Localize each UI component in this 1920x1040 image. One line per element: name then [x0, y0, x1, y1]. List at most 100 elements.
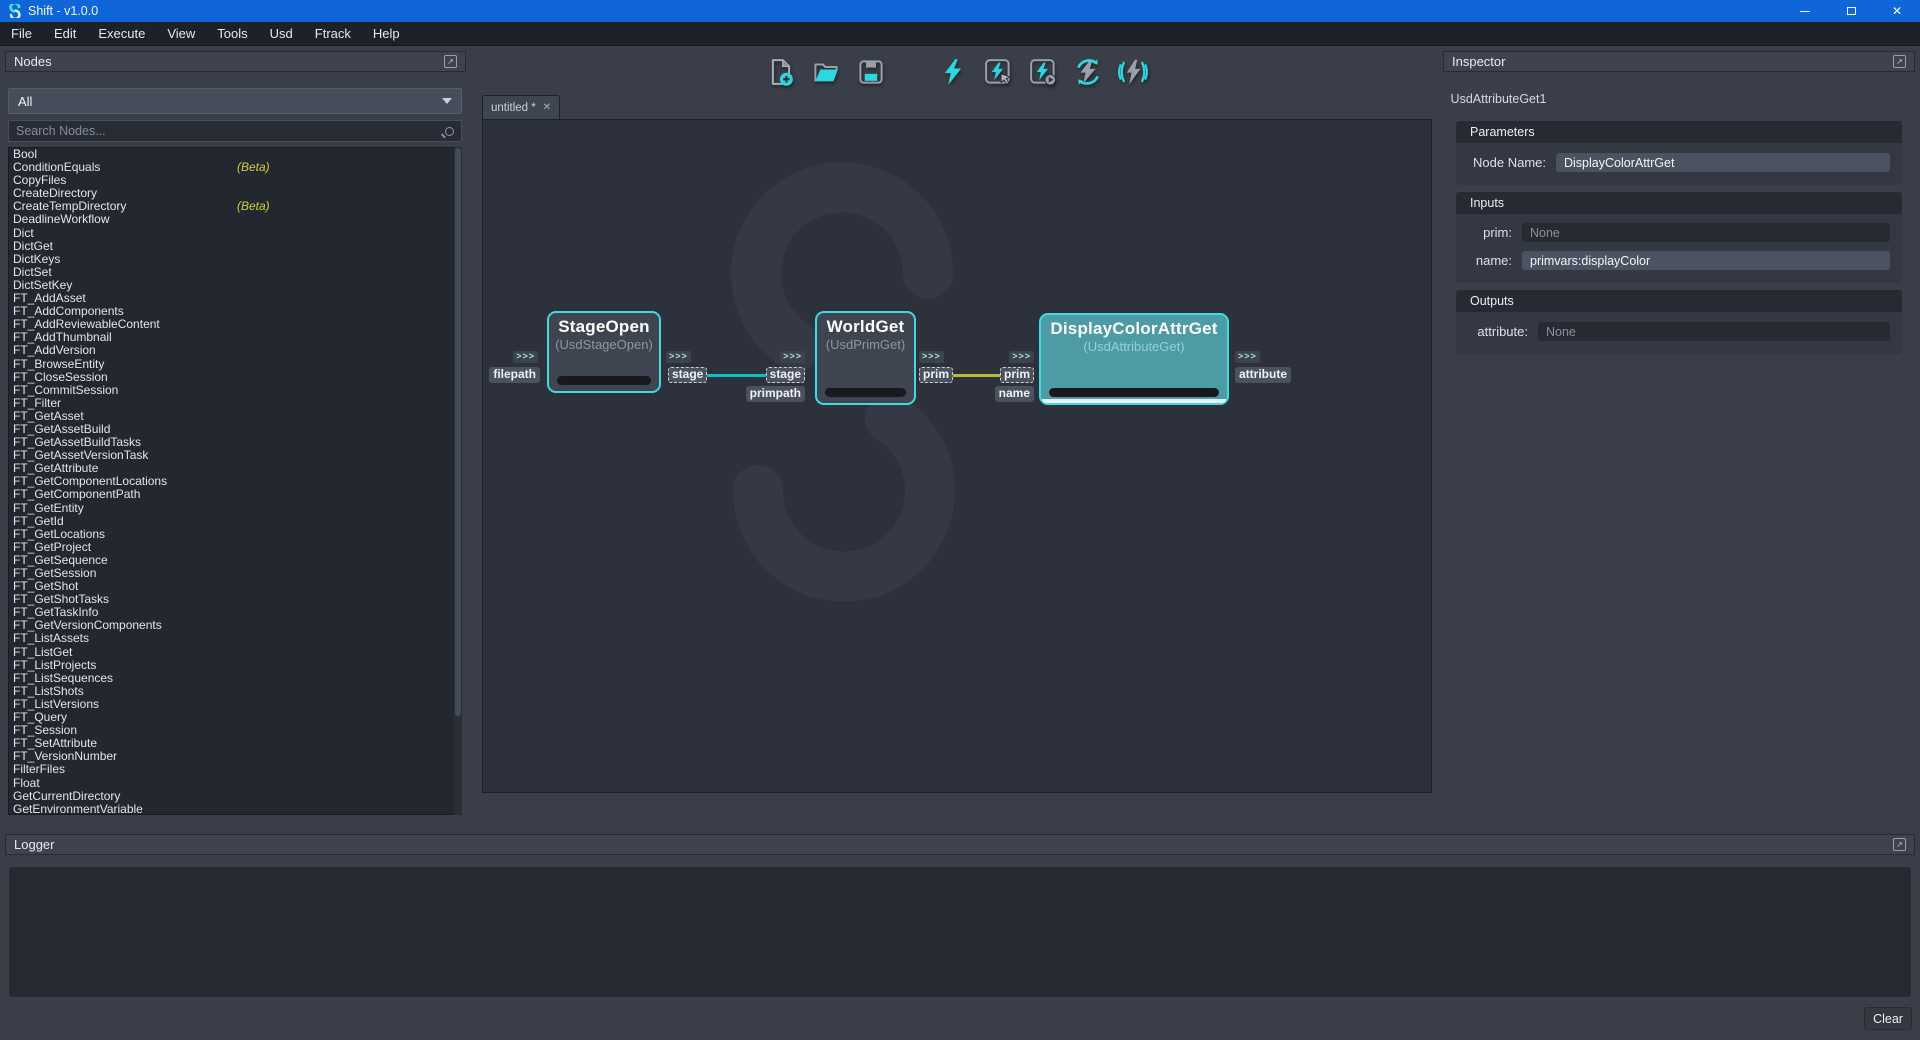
logger-header[interactable]: Logger ↗	[5, 834, 1915, 855]
node-type-item[interactable]: FT_GetShotTasks	[9, 593, 461, 606]
log-output[interactable]	[8, 866, 1912, 998]
node-type-item[interactable]: CreateTempDirectory (Beta)	[9, 200, 461, 213]
node-type-item[interactable]: FT_Query	[9, 710, 461, 724]
edge-stage-to-stage[interactable]	[693, 374, 783, 377]
node-filter-dropdown[interactable]: All	[8, 88, 462, 114]
node-type-item[interactable]: FilterFiles	[9, 763, 461, 776]
menu-item[interactable]: Help	[372, 25, 400, 41]
node-type-item[interactable]: GetCurrentDirectory	[9, 789, 461, 803]
node-type-item[interactable]: FT_GetAttribute	[9, 462, 461, 475]
node-type-item[interactable]: FT_GetId	[9, 514, 461, 528]
node-worldget[interactable]: WorldGet (UsdPrimGet)	[815, 311, 916, 405]
node-list-scrollbar[interactable]	[454, 147, 462, 815]
node-type-item[interactable]: FT_ListShots	[9, 684, 461, 698]
float-panel-button[interactable]: ↗	[1893, 838, 1906, 851]
inspected-node-tab[interactable]: UsdAttributeGet1	[1450, 87, 1547, 110]
node-type-item[interactable]: FT_ListVersions	[9, 697, 461, 711]
float-panel-button[interactable]: ↗	[1893, 55, 1906, 68]
node-type-item[interactable]: Dict	[9, 226, 461, 240]
node-type-item[interactable]: FT_GetProject	[9, 540, 461, 554]
menu-item[interactable]: Usd	[269, 25, 293, 41]
node-type-item[interactable]: DeadlineWorkflow	[9, 213, 461, 226]
node-type-item[interactable]: FT_AddComponents	[9, 305, 461, 318]
live-execute-button[interactable]	[1117, 55, 1149, 89]
inspector-header[interactable]: Inspector ↗	[1443, 51, 1915, 72]
port-stage-out-label[interactable]: stage	[668, 367, 708, 384]
new-file-button[interactable]	[765, 55, 797, 89]
search-input[interactable]	[16, 124, 439, 138]
node-type-item[interactable]: FT_CloseSession	[9, 370, 461, 384]
open-file-button[interactable]	[810, 55, 842, 89]
node-displaycolorattrget[interactable]: DisplayColorAttrGet (UsdAttributeGet)	[1039, 313, 1229, 405]
node-type-item[interactable]: FT_Filter	[9, 396, 461, 410]
document-tab[interactable]: untitled * ✕	[482, 95, 560, 119]
node-type-item[interactable]: FT_GetSequence	[9, 553, 461, 567]
node-type-item[interactable]: FT_AddVersion	[9, 344, 461, 357]
node-type-item[interactable]: DictKeys	[9, 252, 461, 266]
node-type-item[interactable]: FT_SetAttribute	[9, 737, 461, 750]
node-type-item[interactable]: CopyFiles	[9, 174, 461, 187]
menu-item[interactable]: Ftrack	[314, 25, 351, 41]
node-type-item[interactable]: FT_BrowseEntity	[9, 357, 461, 371]
edge-prim-to-prim[interactable]	[946, 374, 1010, 377]
node-type-item[interactable]: FT_AddAsset	[9, 291, 461, 305]
menu-item[interactable]: Execute	[98, 25, 146, 41]
port-prim-in-label[interactable]: prim	[999, 367, 1034, 384]
node-name-field[interactable]: DisplayColorAttrGet	[1556, 153, 1890, 172]
port-filepath-label[interactable]: filepath	[489, 367, 540, 384]
close-button[interactable]: ✕	[1874, 0, 1920, 22]
node-type-item[interactable]: FT_GetComponentLocations	[9, 475, 461, 488]
node-type-item[interactable]: FT_Session	[9, 724, 461, 737]
port-prim-out-label[interactable]: prim	[919, 367, 954, 384]
node-type-item[interactable]: DictSet	[9, 265, 461, 279]
node-type-item[interactable]: CreateDirectory	[9, 187, 461, 200]
node-type-item[interactable]: FT_GetAssetBuild	[9, 422, 461, 436]
port-stage-in-label[interactable]: stage	[765, 367, 805, 384]
scrollbar-thumb[interactable]	[455, 148, 461, 716]
refresh-execute-button[interactable]	[1072, 55, 1104, 89]
name-field[interactable]: primvars:displayColor	[1522, 251, 1890, 270]
menu-item[interactable]: Edit	[53, 25, 77, 41]
menu-item[interactable]: View	[167, 25, 196, 41]
node-type-item[interactable]: ConditionEquals (Beta)	[9, 160, 461, 174]
minimize-button[interactable]	[1782, 0, 1828, 22]
node-type-item[interactable]: DictGet	[9, 239, 461, 253]
execute-from-selected-button[interactable]	[1027, 55, 1059, 89]
node-type-item[interactable]: FT_GetAsset	[9, 409, 461, 423]
node-type-item[interactable]: GetEnvironmentVariable	[9, 802, 461, 814]
maximize-button[interactable]	[1828, 0, 1874, 22]
save-file-button[interactable]	[855, 55, 887, 89]
node-stageopen[interactable]: StageOpen (UsdStageOpen)	[547, 311, 661, 393]
node-type-item[interactable]: FT_GetShot	[9, 580, 461, 593]
node-type-item[interactable]: DictSetKey	[9, 278, 461, 292]
node-type-item[interactable]: FT_GetVersionComponents	[9, 619, 461, 632]
execute-button[interactable]	[937, 55, 969, 89]
port-attribute-label[interactable]: attribute	[1235, 367, 1291, 384]
float-panel-button[interactable]: ↗	[444, 55, 457, 68]
node-type-item[interactable]: FT_GetSession	[9, 566, 461, 580]
node-type-item[interactable]: FT_ListProjects	[9, 658, 461, 672]
node-type-item[interactable]: FT_ListAssets	[9, 632, 461, 645]
node-graph-canvas[interactable]: StageOpen (UsdStageOpen) WorldGet (UsdPr…	[482, 119, 1432, 793]
clear-log-button[interactable]: Clear	[1864, 1007, 1912, 1030]
node-type-item[interactable]: FT_ListSequences	[9, 671, 461, 685]
node-type-item[interactable]: FT_ListGet	[9, 645, 461, 659]
node-type-item[interactable]: FT_CommitSession	[9, 383, 461, 397]
nodes-panel-header[interactable]: Nodes ↗	[5, 51, 466, 72]
node-type-item[interactable]: FT_AddThumbnail	[9, 331, 461, 344]
execute-selected-button[interactable]	[982, 55, 1014, 89]
tab-close-icon[interactable]: ✕	[542, 101, 551, 113]
node-type-item[interactable]: Float	[9, 776, 461, 790]
node-type-item[interactable]: FT_VersionNumber	[9, 750, 461, 763]
port-primpath-label[interactable]: primpath	[745, 386, 805, 403]
node-type-item[interactable]: FT_GetComponentPath	[9, 488, 461, 501]
node-type-item[interactable]: FT_GetAssetVersionTask	[9, 449, 461, 462]
node-type-item[interactable]: Bool	[9, 148, 461, 161]
menu-item[interactable]: Tools	[217, 25, 248, 41]
node-type-item[interactable]: FT_GetAssetBuildTasks	[9, 436, 461, 449]
node-type-item[interactable]: FT_GetLocations	[9, 527, 461, 541]
node-type-item[interactable]: FT_AddReviewableContent	[9, 318, 461, 331]
menu-item[interactable]: File	[11, 25, 32, 41]
port-name-label[interactable]: name	[994, 386, 1034, 403]
node-type-item[interactable]: FT_GetTaskInfo	[9, 606, 461, 619]
